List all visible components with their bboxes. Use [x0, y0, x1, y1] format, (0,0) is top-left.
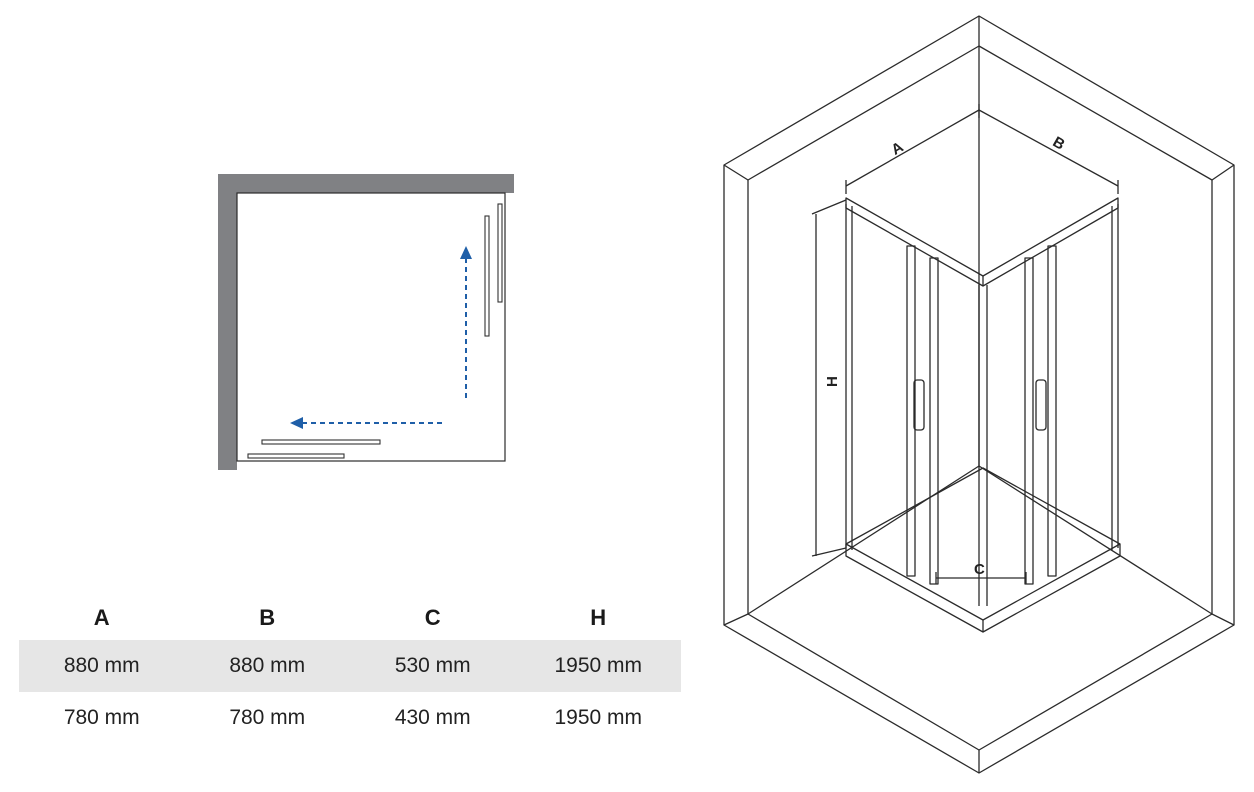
header-a: A — [93, 605, 110, 630]
left-arrow-head — [290, 417, 303, 429]
top-frame — [845, 197, 1119, 287]
table-header: A B C H — [19, 596, 681, 640]
dim-a-label: A — [888, 138, 906, 158]
room-inner-outline — [747, 45, 1213, 751]
dim-h-label: H — [824, 376, 841, 387]
table-row: 780 mm 780 mm 430 mm 1950 mm — [19, 692, 681, 744]
right-fixed-door — [1047, 245, 1057, 577]
right-handle — [1035, 379, 1047, 431]
cell: 880 mm — [63, 654, 140, 677]
dimensions-table: A B C H 880 mm 880 mm 530 mm 1950 mm 780… — [19, 596, 681, 744]
front-sliding-panel — [261, 439, 381, 445]
header-h: H — [590, 605, 607, 630]
cell: 780 mm — [229, 706, 306, 729]
cell: 880 mm — [229, 654, 306, 677]
cell: 1950 mm — [554, 706, 643, 729]
front-fixed-panel — [247, 453, 345, 459]
dim-c-label: C — [974, 561, 985, 578]
right-sliding-door — [1024, 257, 1034, 585]
cell: 430 mm — [394, 706, 471, 729]
floor-edges — [747, 465, 1213, 615]
right-sliding-panel — [484, 215, 490, 337]
left-fixed-door — [906, 245, 916, 577]
cell: 530 mm — [394, 654, 471, 677]
dim-b-line — [978, 109, 1119, 187]
table-row: 880 mm 880 mm 530 mm 1950 mm — [19, 640, 681, 692]
cell: 1950 mm — [554, 654, 643, 677]
left-handle — [913, 379, 925, 431]
dim-a-line — [845, 109, 980, 187]
back-wall — [218, 174, 514, 193]
header-b: B — [259, 605, 276, 630]
up-arrow-head — [460, 246, 472, 259]
tray-outline — [236, 192, 506, 462]
side-wall — [218, 174, 237, 470]
header-c: C — [424, 605, 441, 630]
shower-tray — [845, 543, 1121, 633]
cell: 780 mm — [63, 706, 140, 729]
left-sliding-door — [929, 257, 939, 585]
right-fixed-panel — [497, 203, 503, 303]
